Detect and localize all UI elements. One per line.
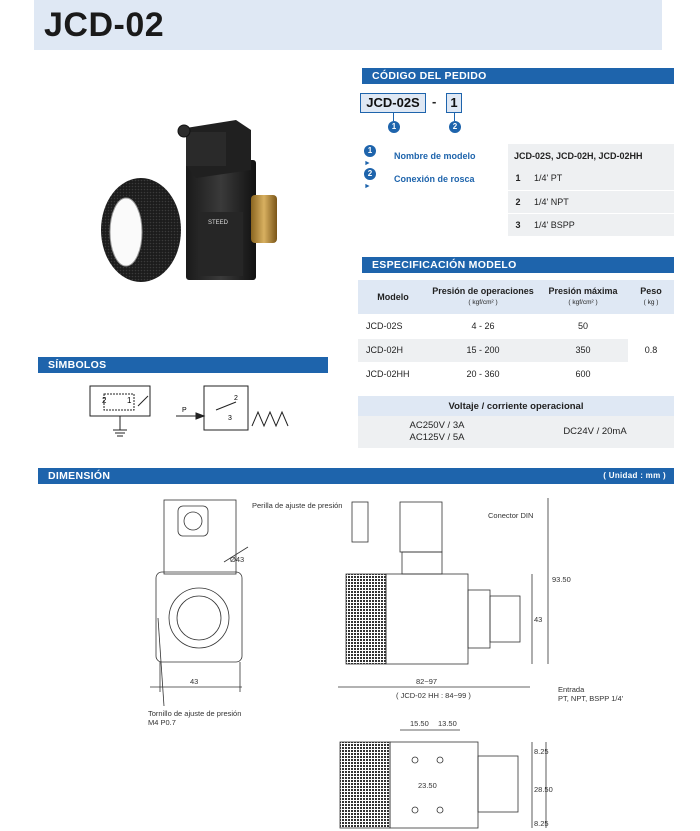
cell-model: JCD-02H [358, 338, 428, 363]
dimension-unit: ( Unidad : mm ) [603, 471, 666, 480]
symbols-heading-text: SÍMBOLOS [48, 359, 107, 371]
order-label-model: Nombre de modelo [394, 150, 476, 161]
option-num: 1 [508, 167, 528, 190]
marker-2-badge: 2 [449, 121, 461, 133]
marker-1-badge: 1 [388, 121, 400, 133]
table-row: JCD-02H 15 - 200 350 [358, 338, 674, 363]
hydraulic-symbols: 2 1 P 2 3 [89, 385, 289, 437]
marker-line-2 [454, 113, 455, 121]
symbols-section-heading: SÍMBOLOS [34, 357, 328, 373]
option-text: 1/4' NPT [528, 189, 674, 213]
cell-model: JCD-02S [358, 314, 428, 339]
order-value-model: JCD-02S, JCD-02H, JCD-02HH [508, 144, 674, 167]
table-row: JCD-02S 4 - 26 50 0.8 [358, 314, 674, 387]
col-model: Modelo [358, 280, 428, 314]
product-photo: STEED [101, 120, 277, 282]
label-d1350: 13.50 [438, 719, 457, 728]
cell-op: 15 - 200 [428, 338, 538, 363]
label-height-43: 43 [534, 615, 542, 624]
symbol-label: 2 [102, 396, 107, 405]
label-diameter: Ø43 [230, 555, 244, 564]
option-text: 1/4' BSPP [528, 212, 674, 236]
spec-section-heading: ESPECIFICACIÓN MODELO [358, 257, 674, 273]
spec-header-row: Modelo Presión de operaciones( kgf/cm² )… [358, 280, 674, 314]
order-section-heading: CÓDIGO DEL PEDIDO [358, 68, 674, 84]
cell-op: 4 - 26 [428, 314, 538, 339]
order-row-thread: 2 ► Conexión de rosca 1 1/4' PT [358, 167, 674, 190]
option-text: 1/4' PT [528, 167, 674, 190]
symbol-label: 3 [228, 415, 232, 422]
symbol-label: 1 [127, 396, 132, 405]
order-row-thread-3: 3 1/4' BSPP [358, 212, 674, 236]
label-length-hh: ( JCD-02 HH : 84~99 ) [396, 691, 471, 700]
label-height-93: 93.50 [552, 575, 571, 584]
title-bar: JCD-02 [34, 0, 662, 50]
order-heading-text: CÓDIGO DEL PEDIDO [372, 70, 487, 82]
order-row-thread-2: 2 1/4' NPT [358, 189, 674, 213]
cell-max: 350 [538, 338, 628, 363]
label-width-43: 43 [190, 677, 198, 686]
cell-op: 20 - 360 [428, 362, 538, 387]
label-d2350: 23.50 [418, 781, 437, 790]
col-max-pressure: Presión máxima( kgf/cm² ) [538, 280, 628, 314]
order-label-thread: Conexión de rosca [394, 173, 475, 184]
col-op-pressure: Presión de operaciones( kgf/cm² ) [428, 280, 538, 314]
order-row-model: 1 ► Nombre de modelo JCD-02S, JCD-02H, J… [358, 144, 674, 167]
arrow-icon: ► [364, 159, 371, 167]
cell-max: 600 [538, 362, 628, 387]
label-screw: Tornillo de ajuste de presión [148, 709, 241, 718]
spec-table: Modelo Presión de operaciones( kgf/cm² )… [358, 280, 674, 387]
order-code-thread: 1 [446, 93, 462, 113]
page-title: JCD-02 [44, 6, 165, 44]
symbol-p-label: P [182, 407, 187, 414]
order-code-dash: - [432, 94, 437, 109]
label-d825a: 8.25 [534, 747, 549, 756]
dimension-drawing: Perilla de ajuste de presión Ø43 43 Torn… [148, 498, 624, 829]
label-inlet-spec: PT, NPT, BSPP 1/4' [558, 694, 624, 703]
label-length: 82~97 [416, 677, 437, 686]
symbol-label: 2 [234, 395, 238, 402]
cell-model: JCD-02HH [358, 362, 428, 387]
order-table: 1 ► Nombre de modelo JCD-02S, JCD-02H, J… [358, 144, 674, 236]
dimension-section-heading: DIMENSIÓN ( Unidad : mm ) [34, 468, 674, 484]
label-d1550: 15.50 [410, 719, 429, 728]
cell-max: 50 [538, 314, 628, 339]
voltage-header: Voltaje / corriente operacional [358, 396, 674, 416]
dimension-heading-text: DIMENSIÓN [48, 470, 111, 482]
row-marker-1: 1 [364, 144, 376, 157]
marker-line-1 [393, 113, 394, 121]
row-marker-2: 2 [364, 167, 376, 180]
voltage-table: Voltaje / corriente operacional AC250V /… [358, 396, 674, 448]
label-knob: Perilla de ajuste de presión [252, 501, 342, 510]
label-inlet: Entrada [558, 685, 585, 694]
label-d2850: 28.50 [534, 785, 553, 794]
col-weight: Peso( kg ) [628, 280, 674, 314]
spec-heading-text: ESPECIFICACIÓN MODELO [372, 259, 517, 271]
table-row: JCD-02HH 20 - 360 600 [358, 362, 674, 387]
label-connector: Conector DIN [488, 511, 533, 520]
label-d825b: 8.25 [534, 819, 549, 828]
cell-dc: DC24V / 20mA [516, 416, 674, 448]
brand-text: STEED [208, 220, 229, 226]
order-code-model: JCD-02S [360, 93, 426, 113]
label-screw-spec: M4 P0.7 [148, 718, 176, 727]
option-num: 2 [508, 189, 528, 213]
option-num: 3 [508, 212, 528, 236]
cell-weight: 0.8 [628, 314, 674, 387]
arrow-icon: ► [364, 182, 371, 190]
